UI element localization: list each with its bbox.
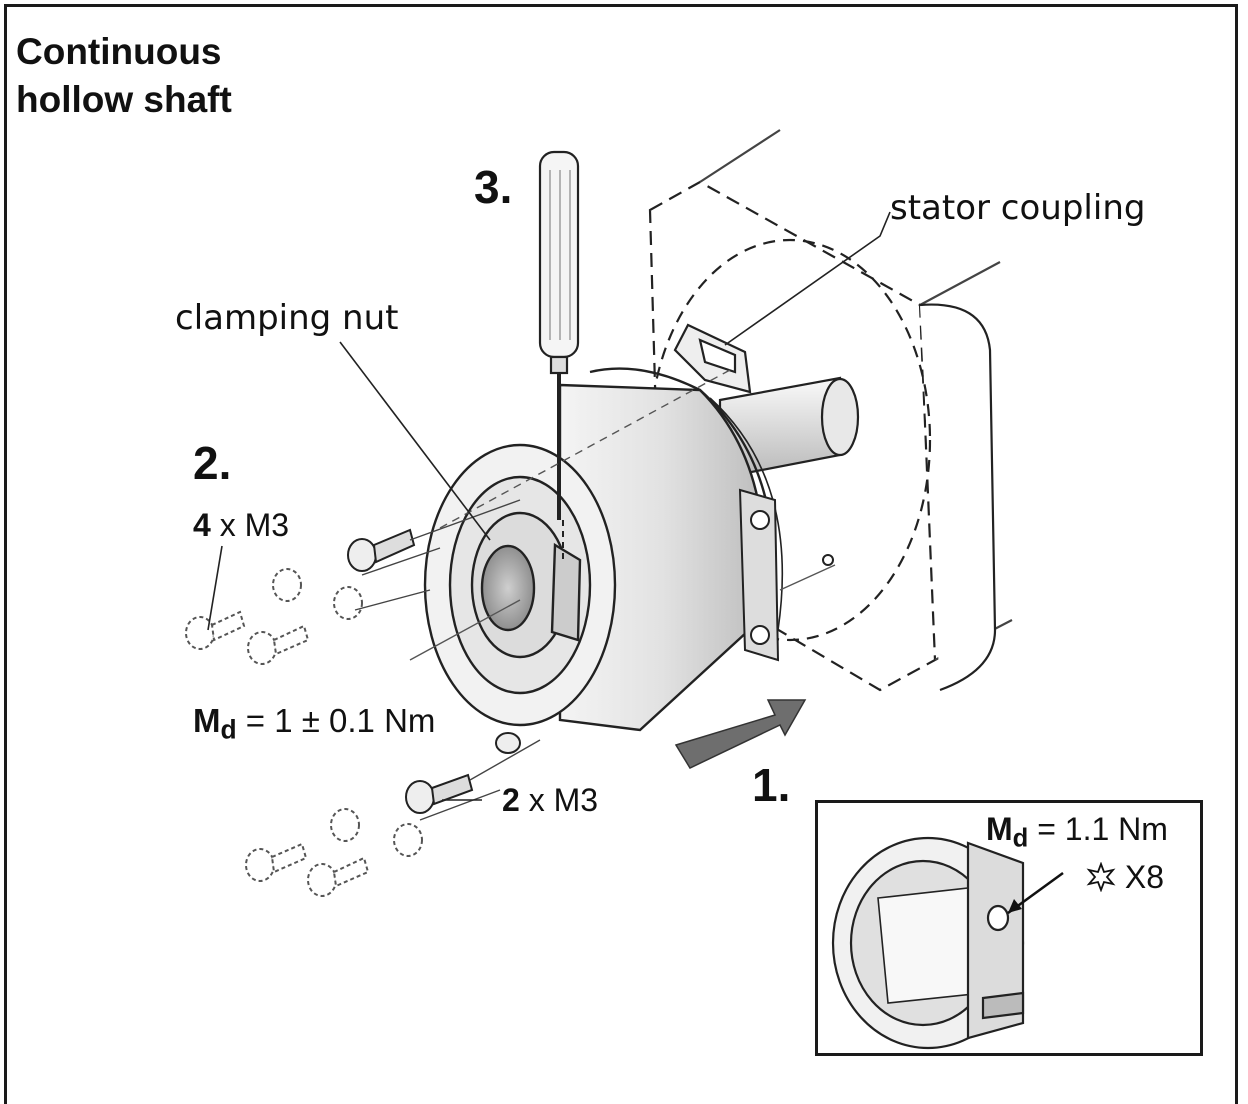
screws-bottom-callout: 2 x M3 [502,782,598,819]
detail-tool-callout: X8 [1086,859,1164,896]
screws-top-size: x M3 [219,507,290,543]
torx-star-icon [1086,861,1116,893]
detail-tool-size: X8 [1124,859,1165,895]
torque-main-value: = 1 ± 0.1 Nm [245,702,436,739]
detail-torque-value: = 1.1 Nm [1037,811,1168,847]
detail-torque-callout: Md = 1.1 Nm [986,811,1168,853]
stator-coupling-label: stator coupling [890,188,1146,228]
screw-bottom-solid [405,773,474,814]
title-line-1: Continuous [16,31,222,72]
step-1-label: 1. [752,759,791,811]
screwdriver [538,150,580,560]
clamping-nut-detail-illustration [831,836,1064,1050]
encoder-housing [423,367,784,732]
screws-top-callout: 4 x M3 [193,507,289,544]
screws-bottom-group [245,732,541,897]
insertion-arrow [674,699,807,769]
screws-top-count: 4 [193,507,211,543]
clamping-nut-detail-inset: Md = 1.1 Nm X8 [815,800,1203,1056]
motor-flange [648,129,1013,692]
step-2-label: 2. [193,437,232,489]
step-3-label: 3. [474,161,513,213]
screws-top-group [185,499,521,665]
title-line-2: hollow shaft [16,79,232,120]
screws-bottom-count: 2 [502,782,520,818]
screw-top-solid [347,528,416,572]
screws-bottom-size: x M3 [528,782,599,818]
screw-bottom-ghost [245,808,423,897]
torque-main-subscript: d [220,714,237,745]
detail-torque-symbol: M [986,811,1013,847]
torque-main-symbol: M [193,702,221,739]
detail-torque-subscript: d [1012,824,1029,853]
leader-lines [207,211,891,801]
alignment-lines [409,369,836,661]
clamping-nut-label: clamping nut [175,298,399,338]
stator-coupling-bracket [673,323,752,394]
figure-title: Continuous hollow shaft [16,28,232,124]
torque-main-callout: Md = 1 ± 0.1 Nm [193,702,435,746]
coupling-clamp-side [738,488,834,662]
screw-top-ghost [185,568,363,665]
